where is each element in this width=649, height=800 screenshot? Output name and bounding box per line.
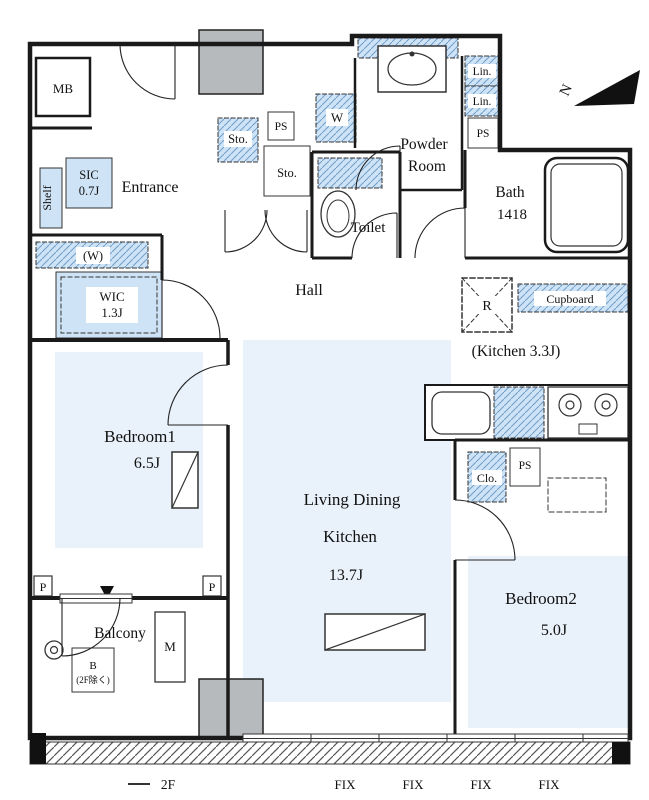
outer-wall — [27, 33, 633, 741]
bedroom2-door — [454, 499, 516, 561]
corner-block-left — [30, 733, 46, 764]
kitchen-sink — [431, 391, 491, 435]
pillar-left-label: P — [40, 580, 47, 594]
ldk-area: 13.7J — [329, 567, 363, 584]
bedroom1-door — [167, 364, 229, 426]
fix-label-1: FIX — [335, 777, 357, 792]
m-box — [154, 611, 186, 683]
fix-label-4: FIX — [539, 777, 561, 792]
bathtub-inner — [550, 163, 623, 247]
fix-label-2: FIX — [403, 777, 425, 792]
dashed-reserve-box — [547, 477, 607, 513]
ps-bedroom2-label: PS — [519, 460, 532, 472]
shelf-label: Shelf — [40, 185, 54, 210]
storage-lower-box — [263, 145, 311, 197]
bedroom1-area: 6.5J — [134, 455, 160, 472]
balcony-faucet — [44, 640, 64, 660]
bedroom2-floor — [468, 556, 628, 728]
bath-size: 1418 — [497, 207, 527, 223]
washer-alt-label: (W) — [83, 249, 103, 263]
powder-room-line1: Powder — [400, 136, 448, 153]
ps-entrance-label: PS — [275, 121, 288, 133]
bedroom1-floor — [55, 352, 203, 548]
toilet-seat — [326, 199, 350, 233]
wic-door — [161, 279, 221, 339]
kitchen-hatch — [493, 386, 545, 439]
b-box-note: (2F除く) — [76, 674, 110, 685]
bedroom2-label: Bedroom2 — [505, 589, 577, 608]
room-floor-fills — [55, 340, 628, 728]
toilet-walls — [310, 150, 402, 260]
entrance-label: Entrance — [122, 179, 179, 196]
direction-triangle — [100, 586, 114, 599]
label-backers — [76, 64, 606, 485]
bath-label: Bath — [495, 184, 525, 201]
stove — [547, 386, 629, 439]
ldk-counter-symbol — [324, 613, 426, 651]
linen-lower-label: Lin. — [473, 96, 492, 108]
closet-label: Clo. — [477, 471, 497, 485]
balcony-door — [61, 597, 121, 657]
ps-bath-box — [467, 117, 499, 149]
vanity-faucet — [409, 51, 415, 57]
kitchen-label: (Kitchen 3.3J) — [472, 343, 561, 360]
mb-box — [34, 56, 92, 118]
wic-area: 1.3J — [101, 305, 122, 320]
shaft-top — [198, 29, 264, 95]
bedroom2-area: 5.0J — [541, 622, 567, 639]
balcony-label: Balcony — [94, 625, 146, 642]
pillar-right-label: P — [209, 580, 216, 594]
wic-label: WIC — [99, 289, 124, 304]
north-label: N — [557, 82, 576, 99]
bottom-hatch-strip — [29, 741, 631, 765]
ps-entrance-box — [267, 111, 295, 141]
sic-box — [65, 157, 113, 209]
toilet-tank — [317, 157, 383, 189]
labels: MB Shelf SIC 0.7J Entrance Sto. PS Sto. … — [40, 66, 594, 792]
shelf-box — [39, 167, 63, 229]
storage-door-left — [224, 209, 268, 253]
bedroom1-label: Bedroom1 — [104, 427, 176, 446]
bottom-edge — [29, 733, 631, 765]
floor-label: 2F — [161, 777, 176, 792]
storage-door-right — [264, 209, 308, 253]
vanity-sink — [387, 52, 437, 86]
sic-label: SIC — [79, 168, 98, 182]
powder-room-line2: Room — [408, 158, 446, 175]
door-swings — [61, 43, 516, 657]
storage-lower-label: Sto. — [277, 166, 297, 180]
linen-upper-label: Lin. — [473, 66, 492, 78]
m-box-label: M — [164, 639, 176, 654]
shaft-bottom — [198, 678, 264, 739]
ps-bedroom2-box — [509, 447, 541, 487]
washer-pan-label: W — [331, 110, 344, 125]
bath-walls — [463, 150, 630, 260]
storage-upper-label: Sto. — [228, 132, 248, 146]
ldk-line2: Kitchen — [323, 527, 377, 546]
wic-inner-dashed — [60, 276, 158, 334]
bedroom2-walls — [453, 438, 630, 738]
mb-label: MB — [53, 81, 74, 96]
refrigerator-label: R — [482, 299, 492, 314]
toilet-door — [351, 212, 398, 259]
b-box — [71, 647, 115, 693]
north-arrow-icon — [574, 70, 640, 106]
powder-door — [355, 145, 401, 191]
bedroom1-door-symbol — [171, 451, 199, 509]
corner-block-right — [612, 742, 630, 764]
ldk-line1: Living Dining — [304, 490, 401, 509]
hall-label: Hall — [295, 282, 323, 299]
entrance-door — [119, 43, 176, 100]
bathtub — [543, 156, 630, 254]
fix-label-3: FIX — [471, 777, 493, 792]
compass: N — [557, 70, 640, 106]
toilet-label: Toilet — [351, 220, 387, 236]
ps-bath-label: PS — [477, 128, 490, 140]
powder-walls — [400, 56, 464, 192]
b-box-label: B — [89, 660, 96, 672]
cupboard-label: Cupboard — [546, 292, 593, 306]
bath-door — [414, 207, 466, 259]
sic-area: 0.7J — [79, 184, 100, 198]
